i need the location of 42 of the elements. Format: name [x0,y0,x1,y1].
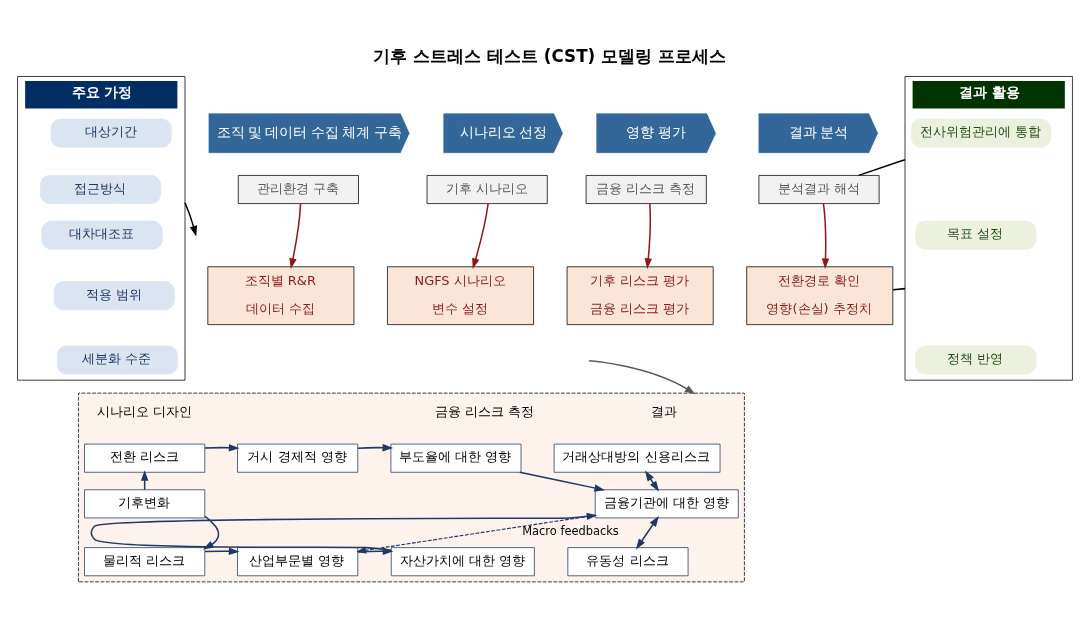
node-box: 적용 범위 [53,281,175,311]
node-box: 거래상대방의 신용리스크 [553,443,721,473]
node-box: 자산가치에 대한 영향 [390,547,535,577]
arrow [644,203,652,270]
node-box: 전환 리스크 [84,443,206,473]
node-box: 물리적 리스크 [84,547,206,577]
label: 결과 [651,404,678,420]
node-box: 전사위험관리에 통합 [911,118,1052,148]
arrow [357,443,394,452]
connector [857,158,906,177]
node-box: 거시 경제적 영향 [237,443,359,473]
arrow [204,444,240,452]
node-box: 분석결과 해석 [758,175,880,204]
arrow [519,471,606,492]
arrow [821,203,830,270]
arrow [588,360,696,395]
arrow [204,547,240,555]
node-box: 대차대조표 [41,220,163,250]
node-box: 기후변화 [84,489,206,519]
node-box: 산업부문별 영향 [237,547,359,577]
label: 시나리오 디자인 [97,404,193,420]
arrow [472,203,489,269]
label: 금융 리스크 측정 [434,404,534,420]
cluster [78,392,745,583]
node-box: 유동성 리스크 [567,547,689,577]
diagram-title: 기후 스트레스 테스트 (CST) 모델링 프로세스 [373,45,726,66]
node-box: 금융 리스크 측정 [585,175,707,204]
connector [892,287,906,291]
node-box: 기후 시나리오 [426,175,548,204]
arrow [635,516,659,550]
node-box: 정책 반영 [915,345,1037,375]
arrow [184,202,198,237]
node-box: 목표 설정 [915,220,1037,250]
arrow [644,470,660,492]
node-box: 접근방식 [40,175,161,204]
node-box: 대상기간 [50,118,172,148]
node-box: 세분화 수준 [56,345,178,375]
edge-label: Macro feedbacks [522,524,619,539]
node-box: 관리환경 구축 [237,175,359,204]
node-box: 금융기관에 대한 영향 [594,489,739,519]
arrow [289,203,302,269]
node-box: 부도율에 대한 영향 [390,443,522,473]
